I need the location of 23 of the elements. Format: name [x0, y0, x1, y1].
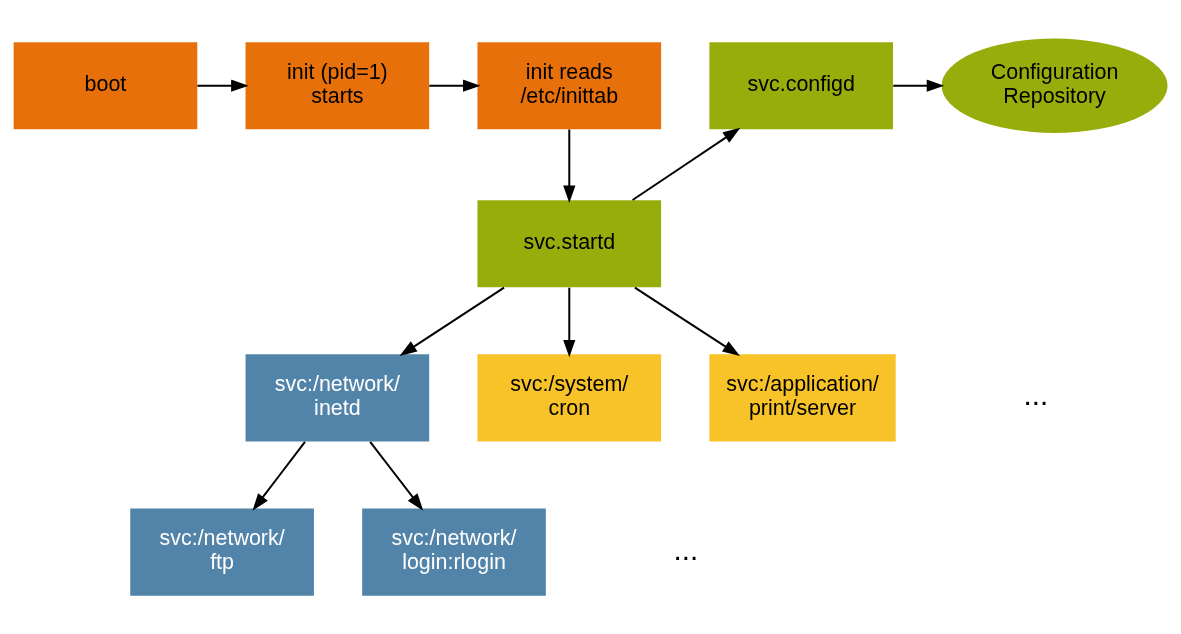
arrow: [632, 127, 741, 201]
node-box: svc.configd: [709, 42, 894, 130]
arrow: [563, 129, 576, 204]
label: ...: [1023, 378, 1049, 412]
node-box: svc:/network/ inetd: [245, 354, 430, 442]
arrow: [399, 286, 505, 356]
node-box: init (pid=1) starts: [245, 42, 430, 130]
arrow: [369, 441, 424, 511]
node-ellipse: Configuration Repository: [941, 38, 1168, 133]
node-box: boot: [13, 42, 198, 130]
arrow: [197, 79, 249, 92]
node-box: svc:/application/ print/server: [709, 354, 896, 442]
node-box: svc:/system/ cron: [477, 354, 662, 442]
node-box: svc:/network/ ftp: [130, 508, 314, 596]
node-box: init reads /etc/inittab: [477, 42, 662, 130]
node-box: svc.startd: [477, 200, 662, 288]
arrow: [252, 441, 306, 511]
label: ...: [673, 532, 699, 566]
node-box: svc:/network/ login:rlogin: [362, 508, 546, 596]
arrow: [893, 79, 945, 92]
arrow: [429, 79, 481, 92]
arrow: [634, 286, 740, 356]
arrow: [563, 287, 576, 358]
